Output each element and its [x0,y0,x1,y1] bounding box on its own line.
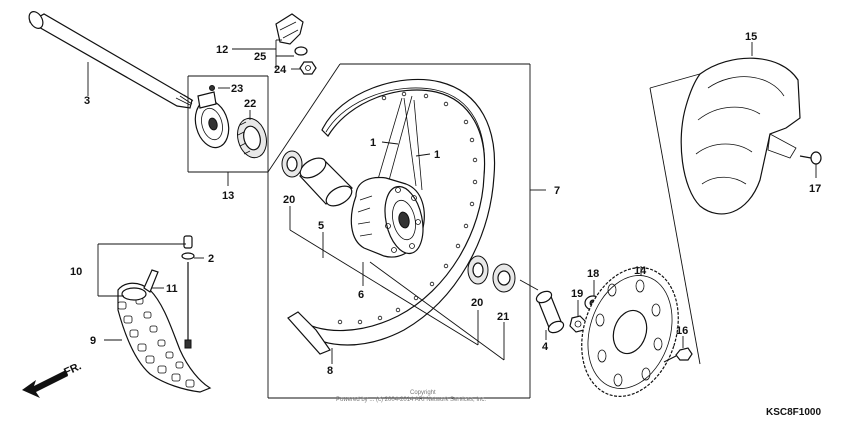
watermark-line-1: Copyright [410,390,436,396]
label-25: 25 [254,51,266,63]
label-11: 11 [166,283,178,295]
label-8: 8 [327,365,333,377]
label-9: 9 [90,335,96,347]
bearing-right-part[interactable] [467,255,489,285]
label-18: 18 [587,268,599,280]
label-10: 10 [70,266,82,278]
spacer-part[interactable] [297,154,355,210]
label-2: 2 [208,253,214,265]
hub-part[interactable] [350,176,428,258]
front-direction-arrow-icon [22,370,68,398]
bearing-left-part[interactable] [281,150,303,178]
bolt-17-part[interactable] [799,151,822,165]
tire-part[interactable] [117,282,212,393]
label-21: 21 [497,311,509,323]
label-5: 5 [318,220,324,232]
label-23: 23 [231,83,243,95]
seal-right-part[interactable] [492,263,516,293]
gearbox-part[interactable] [190,85,233,152]
disc-guard-part[interactable] [680,57,801,215]
collar-part[interactable] [535,289,566,335]
bolt-16-part[interactable] [663,347,693,363]
bracket-part[interactable] [275,13,317,75]
rim-part[interactable] [287,78,496,355]
axle-part[interactable] [26,9,194,109]
label-22: 22 [244,98,256,110]
label-3: 3 [84,95,90,107]
valve-part[interactable] [181,235,195,349]
spokes-part[interactable] [375,95,423,191]
label-12: 12 [216,44,228,56]
label-19: 19 [571,288,583,300]
label-6: 6 [358,289,364,301]
direction-label: FR. [62,360,83,378]
label-20b: 20 [471,297,483,309]
watermark-line-2: Powered by ... (c) 2004-2014 ARI Network… [336,397,486,403]
label-16: 16 [676,325,688,337]
label-13: 13 [222,190,234,202]
label-4: 4 [542,341,549,353]
label-1a: 1 [370,137,376,149]
label-14: 14 [634,265,647,277]
seal-part[interactable] [233,115,270,161]
label-20a: 20 [283,194,295,206]
disc-part[interactable] [566,255,694,409]
label-7: 7 [554,185,560,197]
label-1b: 1 [434,149,440,161]
label-24: 24 [274,64,287,76]
tube-strip-part[interactable] [143,269,159,293]
label-17: 17 [809,183,821,195]
label-15: 15 [745,31,757,43]
diagram-code: KSC8F1000 [766,407,821,418]
